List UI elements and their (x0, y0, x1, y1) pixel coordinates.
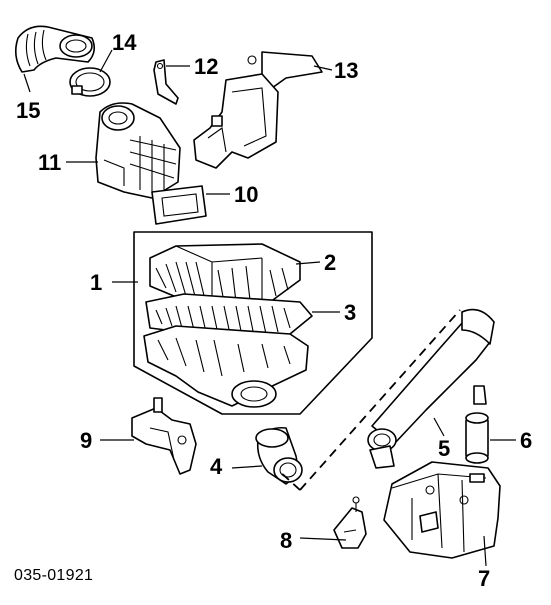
part-9-bracket[interactable] (131, 397, 197, 475)
callout-10: 10 (234, 182, 259, 207)
tube-group-boundary (277, 309, 461, 491)
callout-1: 1 (90, 270, 103, 295)
callout-2: 2 (324, 250, 337, 275)
callout-7: 7 (478, 566, 491, 591)
part-8-bracket[interactable] (333, 496, 367, 549)
part-6-short-hose[interactable] (465, 412, 489, 464)
callout-6: 6 (520, 428, 533, 453)
part-7-resonator[interactable] (383, 461, 501, 559)
part-13-resonator-bracket[interactable] (193, 51, 323, 169)
part-15-intake-hose[interactable] (14, 25, 96, 73)
part-12-bracket[interactable] (153, 59, 179, 105)
callout-4: 4 (210, 454, 223, 479)
callout-11: 11 (38, 150, 62, 175)
callout-13: 13 (334, 58, 359, 83)
catalog-code: 035-01921 (14, 567, 94, 584)
callout-3: 3 (344, 300, 357, 325)
callout-9: 9 (80, 428, 93, 453)
part-10-gasket[interactable] (151, 185, 207, 225)
callout-15: 15 (16, 98, 41, 123)
part-1-lower-case[interactable] (143, 325, 309, 408)
part-14-hose-clamp[interactable] (69, 67, 111, 97)
part-5-intake-tube[interactable] (367, 308, 495, 469)
callout-8: 8 (280, 528, 293, 553)
callout-12: 12 (194, 54, 219, 79)
part-4-rubber-boot[interactable] (255, 426, 303, 485)
callout-14: 14 (112, 30, 137, 55)
part-11-air-flow-meter[interactable] (95, 102, 181, 199)
callout-5: 5 (438, 436, 451, 461)
leader-lines (23, 49, 516, 567)
